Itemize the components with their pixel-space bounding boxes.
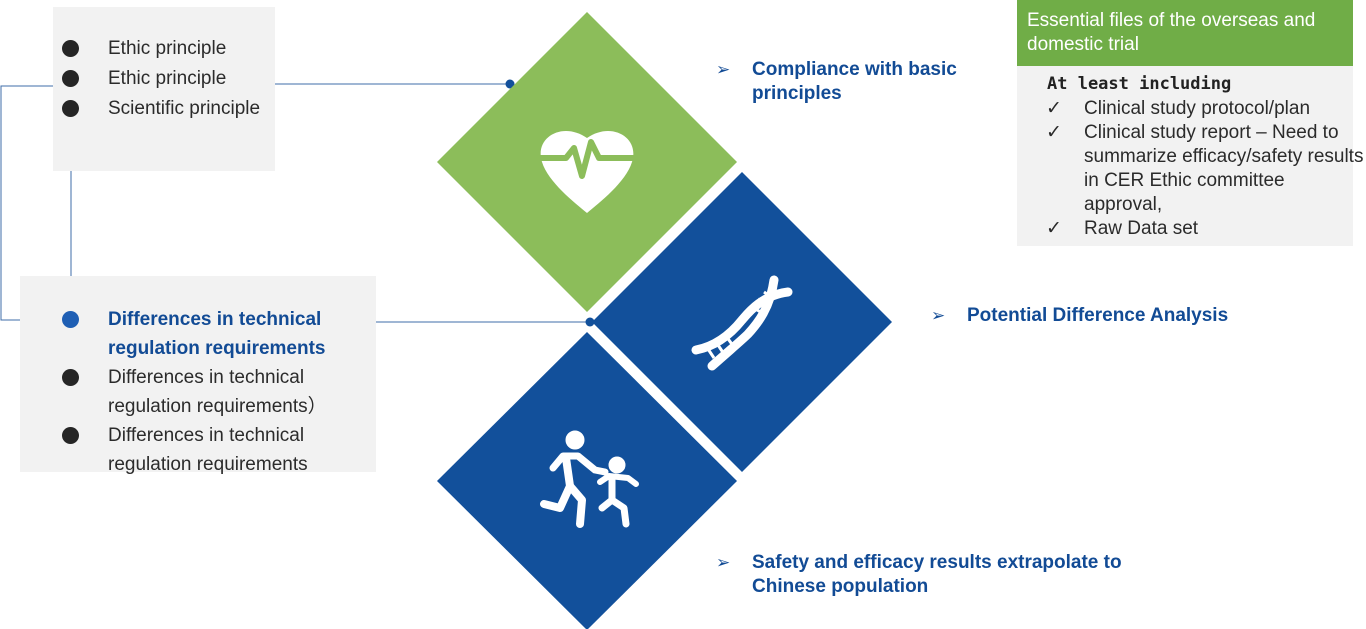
list-item: Scientific principle <box>62 94 282 124</box>
connector-dot-blue <box>585 317 595 327</box>
bullet-icon <box>62 70 79 87</box>
essential-files-header: Essential files of the overseas and dome… <box>1017 0 1353 66</box>
arrow-bullet-icon: ➢ <box>931 306 946 325</box>
green-diamond <box>437 12 737 312</box>
bottom-diamond <box>437 332 737 629</box>
differences-list: Differences in technical regulation requ… <box>62 305 352 479</box>
dna-icon <box>691 275 793 371</box>
principles-list: Ethic principle Ethic principle Scientif… <box>62 34 282 124</box>
checklist-item: ✓Clinical study protocol/plan <box>1046 98 1311 119</box>
bullet-icon <box>62 100 79 117</box>
list-item: Differences in technical regulation requ… <box>62 421 352 479</box>
bullet-icon <box>62 40 79 57</box>
arrow-bullet-icon: ➢ <box>716 60 731 79</box>
safety-label: ➢ Safety and efficacy results extrapolat… <box>716 552 1122 597</box>
list-item-highlighted: Differences in technical regulation requ… <box>62 305 352 363</box>
bullet-icon <box>62 311 79 328</box>
checklist-item: ✓Raw Data set <box>1046 218 1199 239</box>
essential-files-panel <box>1017 66 1353 246</box>
list-item: Ethic principle <box>62 34 282 64</box>
differences-box <box>20 276 376 472</box>
principles-box <box>53 7 275 171</box>
potential-label: ➢ Potential Difference Analysis <box>931 305 1229 326</box>
running-people-icon <box>540 430 639 528</box>
blue-diamond <box>592 172 892 472</box>
connector-dot-green <box>505 79 515 89</box>
list-item: Ethic principle <box>62 64 282 94</box>
check-icon: ✓ <box>1046 218 1062 239</box>
bullet-icon <box>62 427 79 444</box>
essential-files-subtitle: At least including <box>1047 74 1232 94</box>
heart-pulse-icon <box>534 130 640 213</box>
arrow-bullet-icon: ➢ <box>716 553 731 572</box>
bullet-icon <box>62 369 79 386</box>
checklist-item: ✓Clinical study report – Need to summari… <box>1046 122 1364 215</box>
check-icon: ✓ <box>1046 98 1062 119</box>
check-icon: ✓ <box>1046 122 1062 143</box>
essential-files-list: ✓Clinical study protocol/plan ✓Clinical … <box>1046 97 1366 241</box>
compliance-label: ➢ Compliance with basic principles <box>716 59 957 104</box>
list-item: Differences in technical regulation requ… <box>62 363 352 421</box>
